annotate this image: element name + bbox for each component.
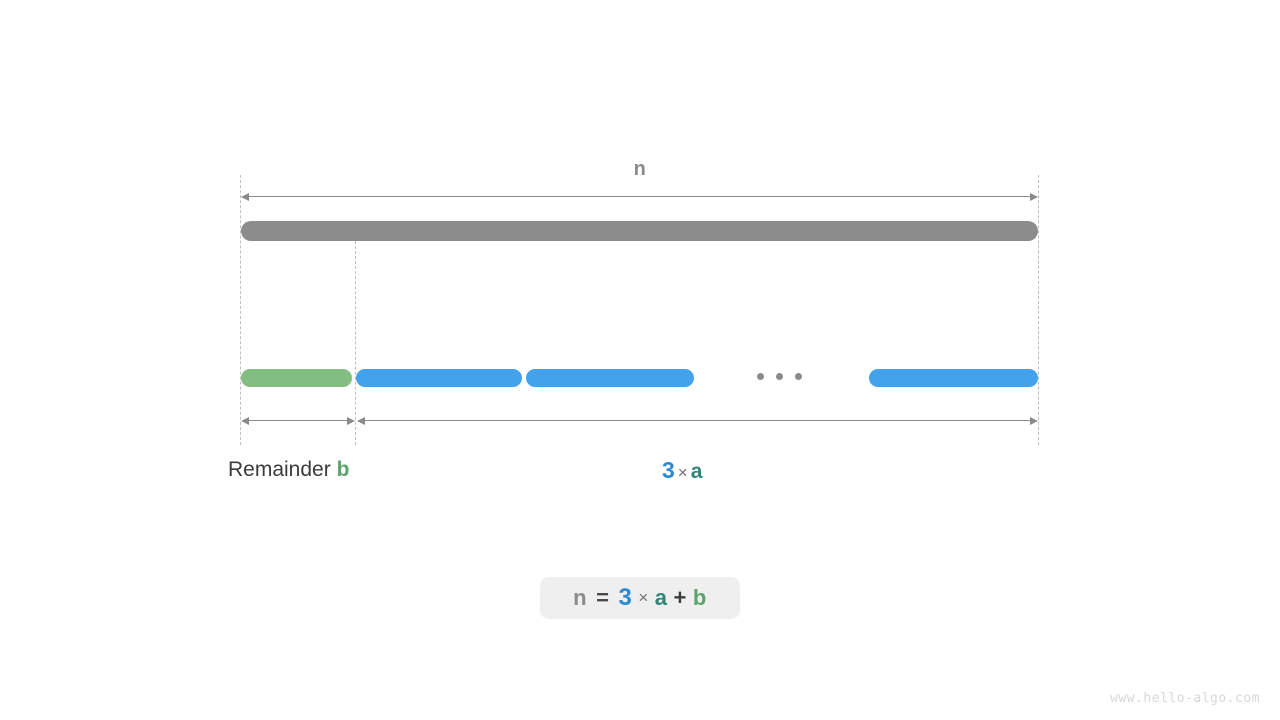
guide-line-right bbox=[1038, 175, 1039, 445]
equation-multiply-sign: × bbox=[638, 588, 649, 607]
arrow-line bbox=[249, 420, 347, 421]
arrow-head-right-icon bbox=[1030, 416, 1038, 425]
caption-remainder-prefix: Remainder bbox=[228, 458, 337, 481]
caption-multiple-var: a bbox=[690, 460, 703, 483]
segment-multiple-2 bbox=[526, 369, 694, 387]
segment-multiple-1 bbox=[356, 369, 522, 387]
watermark: www.hello-algo.com bbox=[1110, 691, 1260, 706]
caption-remainder-var: b bbox=[336, 458, 350, 481]
measure-arrow-total bbox=[241, 191, 1038, 202]
ellipsis-dot bbox=[795, 373, 802, 380]
ellipsis-icon bbox=[757, 373, 802, 380]
arrow-head-left-icon bbox=[241, 416, 249, 425]
segment-multiple-3 bbox=[869, 369, 1038, 387]
arrow-line bbox=[249, 196, 1030, 197]
equation-equals-sign: = bbox=[596, 585, 610, 610]
ellipsis-dot bbox=[757, 373, 764, 380]
ellipsis-dot bbox=[776, 373, 783, 380]
arrow-head-right-icon bbox=[347, 416, 355, 425]
guide-line-left bbox=[240, 175, 241, 445]
total-length-label: n bbox=[633, 158, 647, 180]
arrow-line bbox=[365, 420, 1030, 421]
guide-line-middle bbox=[355, 241, 356, 445]
segment-remainder-b bbox=[241, 369, 352, 387]
equation-count: 3 bbox=[618, 584, 633, 611]
equation-var-b: b bbox=[692, 585, 707, 610]
arrow-head-left-icon bbox=[241, 192, 249, 201]
equation-lhs: n bbox=[573, 585, 588, 610]
caption-multiples: 3×a bbox=[662, 457, 702, 484]
caption-remainder: Remainder b bbox=[228, 458, 349, 482]
equation-var-a: a bbox=[654, 585, 668, 610]
measure-arrow-remainder bbox=[241, 415, 355, 426]
total-bar-n bbox=[241, 221, 1038, 241]
arrow-head-right-icon bbox=[1030, 192, 1038, 201]
arrow-head-left-icon bbox=[357, 416, 365, 425]
measure-arrow-multiples bbox=[357, 415, 1038, 426]
caption-multiple-count: 3 bbox=[662, 457, 675, 483]
equation-plus-sign: + bbox=[673, 585, 687, 610]
equation-box: n = 3 × a + b bbox=[540, 577, 740, 619]
caption-multiply-sign: × bbox=[677, 463, 688, 482]
